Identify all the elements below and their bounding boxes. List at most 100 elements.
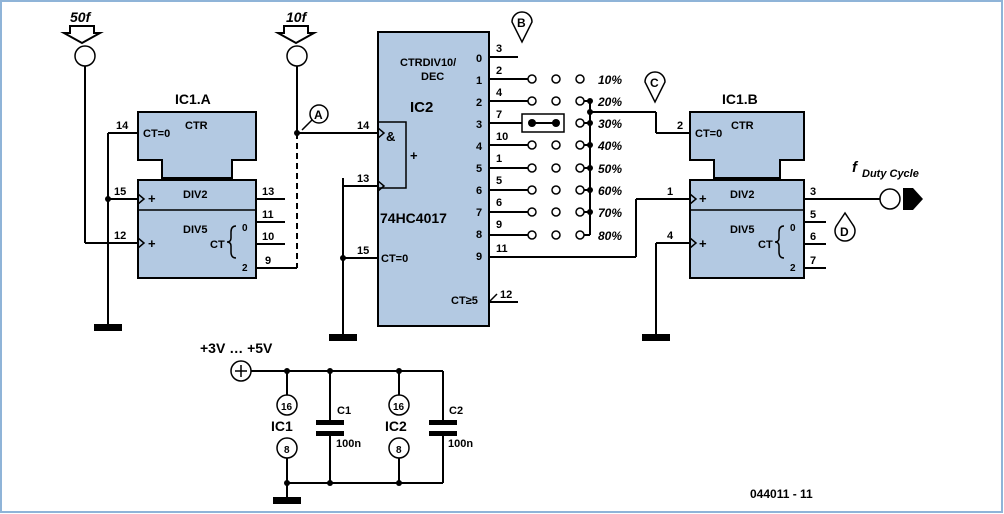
ic2: CTRDIV10/ DEC IC2 74HC4017 & + CT=0 CT≥5… xyxy=(329,31,518,341)
input-10f-label: 10f xyxy=(286,9,308,25)
ic1b-ctr-label: CTR xyxy=(731,120,754,132)
ic2-and-label: & xyxy=(386,129,395,144)
ic1a-pin-q0: 11 xyxy=(262,209,274,221)
ic1b-title: IC1.B xyxy=(722,91,758,107)
ic2-out-pin: 2 xyxy=(496,65,502,77)
ic1a-plus-2: + xyxy=(148,236,156,251)
ic2-out-pin: 10 xyxy=(496,131,508,143)
ic2-title: IC2 xyxy=(410,99,433,116)
pct-label: 30% xyxy=(598,117,622,131)
ic1a-ct0-label: CT=0 xyxy=(143,128,170,140)
c1-value: 100n xyxy=(336,438,361,450)
output-sub-label: Duty Cycle xyxy=(862,168,919,180)
power-supply: +3V … +5V 16 IC1 8 C1 100n 16 IC2 8 xyxy=(200,340,473,504)
ic1a-ctr-label: CTR xyxy=(185,120,208,132)
input-10f-arrow-icon xyxy=(274,25,318,45)
pct-label: 60% xyxy=(598,184,622,198)
ic1b-pin-q-div2: 3 xyxy=(810,186,816,198)
ic1b-pin-q2: 7 xyxy=(810,255,816,267)
ic2-block xyxy=(377,31,490,327)
ic1a-plus-1: + xyxy=(148,191,156,206)
jumper-array xyxy=(521,74,690,240)
ic2-type-1: CTRDIV10/ xyxy=(400,57,456,69)
ic2-out-idx: 7 xyxy=(476,207,482,219)
input-10f-terminal xyxy=(286,45,308,67)
ic1b-div-block xyxy=(689,179,805,279)
marker-c-label: C xyxy=(650,76,659,90)
marker-a-label: A xyxy=(314,108,323,122)
ic1b: IC1.B CTR CT=0 DIV2 DIV5 + + CT 0 2 2 1 … xyxy=(636,91,880,279)
ic2-out-idx: 6 xyxy=(476,185,482,197)
ic1a-ctr-block xyxy=(137,111,257,179)
ic1b-ct0-index: 0 xyxy=(790,223,796,234)
ic2-pin16: 16 xyxy=(393,402,405,413)
ic2-ct0-label: CT=0 xyxy=(381,253,408,265)
ic2-out-pin: 6 xyxy=(496,197,502,209)
ic2-pin-en: 13 xyxy=(357,173,369,185)
c1-name: C1 xyxy=(337,405,351,417)
ic1-supply-label: IC1 xyxy=(271,418,293,434)
marker-d-label: D xyxy=(840,225,849,239)
ic1b-ct-label: CT xyxy=(758,239,773,251)
ic2-pin-reset: 15 xyxy=(357,245,369,257)
ic2-pin8: 8 xyxy=(396,445,402,456)
ic1a-div5-label: DIV5 xyxy=(183,224,207,236)
ic1b-pin-q0: 5 xyxy=(810,209,816,221)
ic1b-pin-ct0: 2 xyxy=(677,120,683,132)
c2-value: 100n xyxy=(448,438,473,450)
ic2-out-pin: 7 xyxy=(496,109,502,121)
ic2-and-gate xyxy=(377,121,407,189)
ic1a-pin-q2: 9 xyxy=(265,255,271,267)
ic1-pin8: 8 xyxy=(284,445,290,456)
ic1a: IC1.A CTR CT=0 DIV2 DIV5 + + CT 0 2 14 1… xyxy=(85,91,297,279)
ic2-part: 74HC4017 xyxy=(380,210,447,226)
ic1a-pin-q-div2: 13 xyxy=(262,186,274,198)
ic1a-pin-ct0: 14 xyxy=(116,120,129,132)
ic1-pin16: 16 xyxy=(281,402,293,413)
ic1a-div-block xyxy=(137,179,257,279)
ic1a-ct2-index: 2 xyxy=(242,263,248,274)
duty-cycle-labels: 10% 20% 30% 40% 50% 60% 70% 80% xyxy=(597,73,622,243)
pct-label: 40% xyxy=(597,139,622,153)
ic2-out-idx: 1 xyxy=(476,75,482,87)
ic1a-div2-label: DIV2 xyxy=(183,189,207,201)
ic2-out-idx: 0 xyxy=(476,53,482,65)
ic2-out-idx: 5 xyxy=(476,163,482,175)
ic2-out-pin: 1 xyxy=(496,153,502,165)
marker-a: A xyxy=(301,104,329,131)
ic1b-pin-q1: 6 xyxy=(810,231,816,243)
ic2-out-pin: 11 xyxy=(496,243,508,255)
supply-label: +3V … +5V xyxy=(200,340,273,356)
ic2-out-idx: 4 xyxy=(476,141,483,153)
ic1b-div2-label: DIV2 xyxy=(730,189,754,201)
output-terminal: f Duty Cycle xyxy=(852,159,923,210)
figure-code: 044011 - 11 xyxy=(750,487,813,501)
ic2-ct5-label: CT≥5 xyxy=(451,295,478,307)
pct-label: 20% xyxy=(597,95,622,109)
pct-label: 70% xyxy=(598,206,622,220)
input-50f-terminal xyxy=(74,45,96,67)
ground-icon xyxy=(329,334,357,341)
marker-c: C xyxy=(644,71,666,104)
c2-name: C2 xyxy=(449,405,463,417)
ic1a-ct0-index: 0 xyxy=(242,223,248,234)
input-10f: 10f xyxy=(274,9,318,67)
ic2-supply-label: IC2 xyxy=(385,418,407,434)
ic1b-pin-in-div5: 4 xyxy=(667,230,674,242)
marker-b-label: B xyxy=(517,16,526,30)
ic1b-pin-in-div2: 1 xyxy=(667,186,673,198)
output-arrow-icon xyxy=(903,188,923,210)
ic2-pin-co: 12 xyxy=(500,289,512,301)
ic2-out-pin: 3 xyxy=(496,43,502,55)
ic2-pin-clk: 14 xyxy=(357,120,370,132)
ic1b-plus-2: + xyxy=(699,236,707,251)
ic2-out-idx: 3 xyxy=(476,119,482,131)
input-50f-label: 50f xyxy=(70,9,92,25)
ic1b-ct2-index: 2 xyxy=(790,263,796,274)
ic1a-brace xyxy=(226,225,237,259)
ic2-out-idx: 2 xyxy=(476,97,482,109)
ic2-outputs: 0 1 2 3 4 5 6 7 8 9 3 2 4 7 10 1 5 6 9 1… xyxy=(476,43,636,263)
ic2-out-idx: 8 xyxy=(476,229,482,241)
